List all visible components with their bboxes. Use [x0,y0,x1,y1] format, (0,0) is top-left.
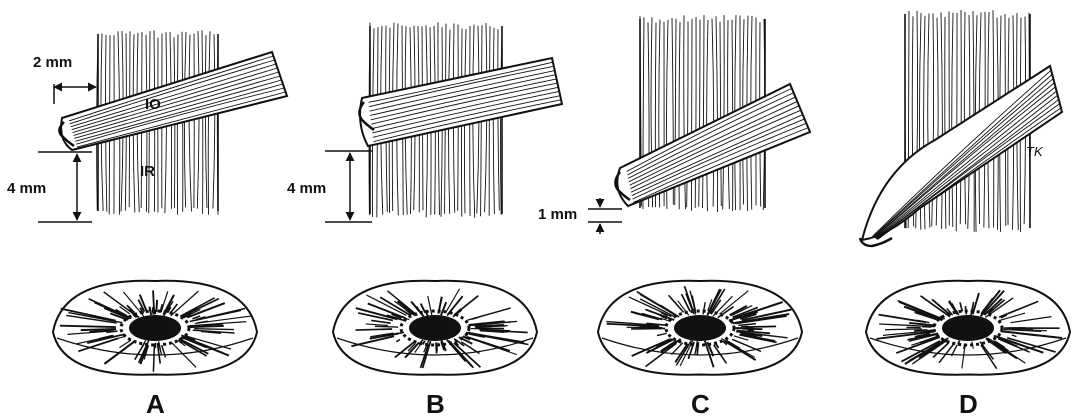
panel-d: TK D [860,10,1070,417]
panel-letter-c: C [691,389,710,417]
dimension-4mm-b: 4 mm [287,151,372,222]
io-label: IO [145,96,161,113]
dimension-4mm-a: 4 mm [7,152,92,222]
eye-c [598,281,802,375]
eye-b [333,281,537,375]
inferior-oblique-muscle [615,84,810,206]
eye-d [866,281,1070,375]
dim-top-label: 2 mm [33,54,72,71]
inferior-oblique-muscle [59,52,287,150]
dim-side-label-c: 1 mm [538,206,577,223]
artist-signature: TK [1026,144,1044,159]
panel-letter-a: A [146,389,165,417]
ir-label: IR [140,163,155,180]
panel-a: IO IR 2 mm 4 mm A [7,30,287,417]
panel-b: 4 mm B [287,22,562,417]
panel-c: 1 mm C [538,15,810,417]
dimension-1mm: 1 mm [538,198,622,234]
eye-a [53,281,257,375]
panel-letter-d: D [959,389,978,417]
dim-side-label-b: 4 mm [287,180,326,197]
panel-letter-b: B [426,389,445,417]
dimension-2mm: 2 mm [33,54,96,104]
dim-side-label-a: 4 mm [7,180,46,197]
